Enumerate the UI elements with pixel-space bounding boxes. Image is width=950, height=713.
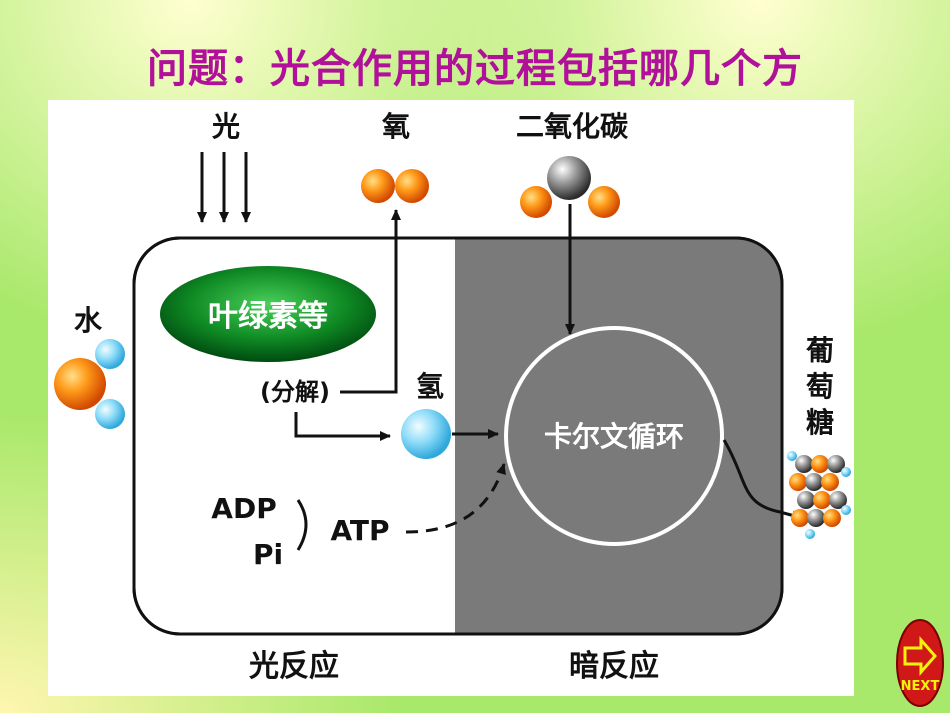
glucose-char-1: 葡 bbox=[806, 334, 834, 367]
hydrogen-arrow bbox=[294, 412, 391, 441]
diagram-panel: 光 氧 二氧化碳 水 叶绿素等 (分解) bbox=[48, 100, 854, 696]
arrow-right-icon bbox=[903, 636, 937, 676]
atp-label: ATP bbox=[330, 514, 389, 547]
light-reaction-label: 光反应 bbox=[249, 649, 339, 684]
calvin-cycle-label: 卡尔文循环 bbox=[544, 420, 684, 453]
adp-label: ADP bbox=[211, 492, 276, 525]
next-button-label: NEXT bbox=[901, 679, 940, 694]
water-label: 水 bbox=[74, 304, 103, 337]
hydrogen-atom-icon bbox=[401, 409, 451, 459]
next-button[interactable]: NEXT bbox=[895, 618, 945, 708]
glucose-char-2: 萄 bbox=[806, 370, 834, 403]
slide-title: 问题：光合作用的过程包括哪几个方 bbox=[147, 46, 803, 92]
glucose-molecule-icon bbox=[787, 451, 851, 539]
glucose-char-3: 糖 bbox=[806, 406, 834, 439]
next-button-graphic: NEXT bbox=[896, 619, 944, 707]
calvin-cycle-circle bbox=[504, 326, 724, 546]
co2-molecule-icon bbox=[520, 156, 620, 218]
water-molecule-icon bbox=[54, 339, 125, 429]
oxygen-release-arrow bbox=[340, 209, 401, 394]
glucose-label: 葡 萄 糖 bbox=[806, 334, 834, 439]
co2-label: 二氧化碳 bbox=[516, 110, 629, 143]
dark-reaction-label: 暗反应 bbox=[569, 649, 659, 684]
glucose-output-arrow bbox=[722, 439, 803, 521]
atp-to-cycle-arrow bbox=[405, 463, 506, 534]
pigment-ellipse bbox=[160, 266, 376, 362]
hydrogen-label: 氢 bbox=[416, 370, 444, 403]
pigment-label: 叶绿素等 bbox=[208, 299, 328, 334]
oxygen-label: 氧 bbox=[382, 110, 410, 143]
light-label: 光 bbox=[211, 110, 240, 143]
dark-reaction-region bbox=[455, 238, 782, 634]
decompose-label: (分解) bbox=[260, 378, 330, 406]
light-arrows bbox=[197, 152, 251, 223]
pi-label: Pi bbox=[253, 538, 283, 571]
bracket-icon bbox=[296, 499, 308, 551]
oxygen-molecule-icon bbox=[361, 169, 429, 203]
photosynthesis-diagram: 光 氧 二氧化碳 水 叶绿素等 (分解) bbox=[54, 110, 851, 684]
